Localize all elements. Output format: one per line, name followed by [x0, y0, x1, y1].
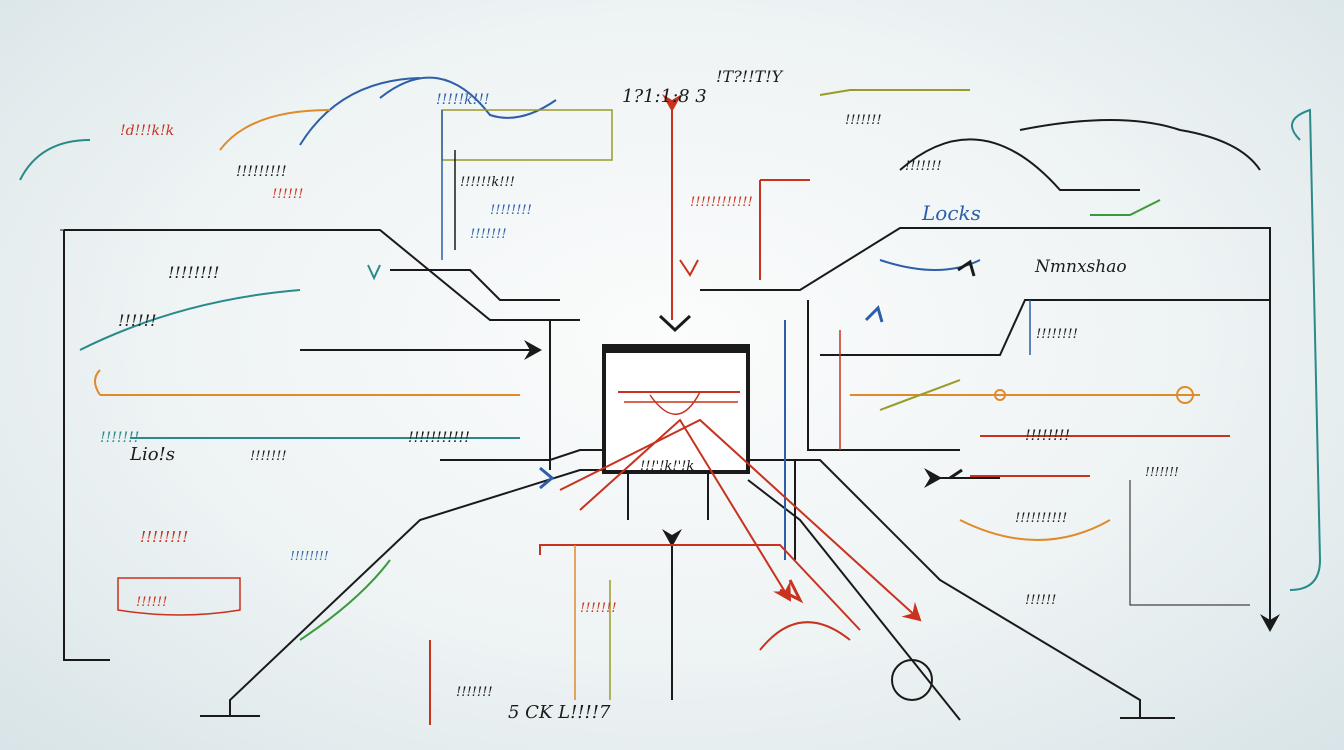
label-locks: Locks: [921, 201, 981, 225]
scribble-7: !!!!!!!: [470, 227, 507, 242]
arrow-left-icon: [949, 468, 963, 480]
scribble-11: !!!!!!!!!!!: [408, 430, 470, 446]
x-mark-icon: [679, 259, 699, 277]
arrow-teal-icon: [367, 264, 381, 281]
scribble-5: !!!!!!k!!!: [460, 175, 515, 190]
central-box-caption: !!!'!k!'!k: [640, 459, 694, 474]
arrow-red-icon: [779, 579, 804, 604]
scribble-13: !!!!!!!!: [140, 528, 188, 546]
scribble-1: !d!!!k!k: [120, 123, 174, 139]
scribble-21: !!!!!!!: [1145, 465, 1179, 479]
scribble-18: !!!!!!!: [905, 159, 942, 174]
scribble-9: !!!!!!: [118, 311, 157, 330]
label-top-right-small: !T?!!T!Y: [716, 67, 784, 86]
text-labels: 1?1:1:8 3 !T?!!T!Y Nmnxshao Locks 5 CK L…: [129, 67, 1127, 723]
left-funnel-lines: [60, 229, 604, 717]
scribble-14: !!!!!!!!: [290, 549, 329, 563]
label-left-mid: Lio!s: [129, 444, 175, 465]
scribble-8: !!!!!!!!: [168, 263, 219, 282]
label-right-header: Nmnxshao: [1034, 257, 1127, 277]
arrow-right-blue-icon: [539, 466, 555, 490]
arrow-up-right-icon: [957, 259, 976, 277]
scribble-2: !!!!!k!!!: [436, 92, 490, 108]
scribble-25: !!!!!!!: [456, 685, 493, 700]
thin-brackets: [117, 109, 1031, 700]
vertical-connectors: [549, 94, 796, 700]
scribble-16: !!!!!!!!!!!!: [690, 195, 753, 210]
arrow-blue-icon: [864, 305, 884, 323]
scribble-20: !!!!!!!!: [1025, 428, 1070, 444]
label-top-center: 1?1:1:8 3: [622, 86, 707, 107]
arrowheads: [367, 259, 976, 604]
scribble-24: !!!!!!!: [580, 601, 617, 616]
red-crossing-lines: [429, 179, 1230, 725]
central-box: !!!'!k!'!k: [602, 344, 750, 474]
down-chevron-icon: [658, 314, 692, 333]
scribble-3: !!!!!!!!!: [236, 164, 287, 180]
scribble-23: !!!!!!: [1025, 593, 1056, 608]
scribble-6: !!!!!!!!: [490, 203, 532, 218]
scribble-17: !!!!!!!: [845, 113, 882, 128]
colored-curves: [19, 76, 1322, 701]
scribble-10: !!!!!!!: [100, 430, 139, 446]
label-bottom-center: 5 CK L!!!!7: [508, 702, 611, 723]
scribble-12: !!!!!!!: [250, 449, 287, 464]
scribble-4: !!!!!!: [272, 187, 303, 202]
scribble-19: !!!!!!!!: [1036, 327, 1078, 342]
scribble-15: !!!!!!: [136, 595, 167, 610]
scribble-22: !!!!!!!!!!: [1015, 511, 1067, 526]
scribble-labels: !d!!!k!k !!!!!k!!! !!!!!!!!! !!!!!! !!!!…: [100, 92, 1179, 700]
